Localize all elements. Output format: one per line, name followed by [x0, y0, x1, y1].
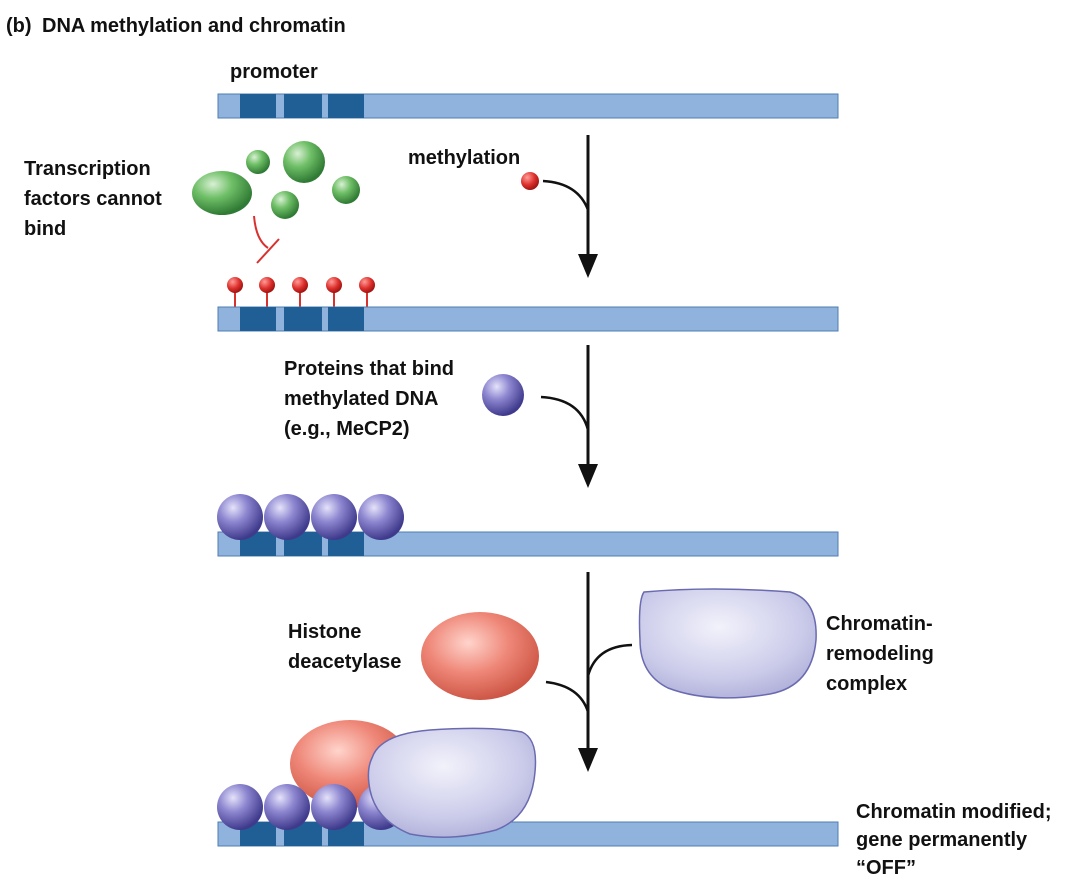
mecp2-protein-icon: [482, 374, 524, 416]
merge-curve: [540, 395, 590, 431]
promoter-block: [284, 94, 322, 118]
arrowhead-icon: [578, 464, 598, 488]
dna-strand-4: [217, 821, 839, 847]
transcription-factor-icon: [192, 171, 252, 215]
transcription-factor-cluster: [192, 141, 360, 219]
promoter-block: [328, 307, 364, 331]
chromatin-remodeling-complex-icon: [367, 727, 537, 838]
methyl-group-icon: [227, 277, 243, 293]
transcription-factor-icon: [332, 176, 360, 204]
dna-strand-2: [217, 306, 839, 332]
merge-curve-right: [586, 643, 633, 677]
mecp2-protein-icon: [311, 784, 357, 830]
methyl-group-icon: [326, 277, 342, 293]
methyl-binding-proteins-label: Proteins that bind methylated DNA (e.g.,…: [284, 358, 460, 440]
mecp2-protein-icon: [264, 494, 310, 540]
dna-strand-1: [217, 93, 839, 119]
promoter-block: [240, 94, 276, 118]
promoter-block: [328, 94, 364, 118]
merge-curve: [542, 179, 590, 211]
mecp2-protein-icon: [264, 784, 310, 830]
transcription-factor-icon: [283, 141, 325, 183]
arrowhead-icon: [578, 748, 598, 772]
methylation-label: methylation: [408, 147, 520, 169]
promoter-block: [284, 307, 322, 331]
methyl-group-icon: [292, 277, 308, 293]
methyl-group-icon: [521, 172, 539, 190]
arrowhead-icon: [578, 254, 598, 278]
transcription-factor-icon: [246, 150, 270, 174]
figure-title: (b) DNA methylation and chromatin: [6, 15, 346, 37]
bound-mecp2-row: [217, 494, 404, 540]
mecp2-protein-icon: [217, 784, 263, 830]
transcription-factors-label: Transcription factors cannot bind: [24, 158, 167, 240]
histone-deacetylase-label: Histone deacetylase: [288, 621, 401, 673]
mecp2-protein-icon: [311, 494, 357, 540]
chromatin-remodeling-label: Chromatin- remodeling complex: [826, 613, 939, 695]
methyl-groups-row: [227, 277, 375, 307]
inhibition-icon: [253, 215, 280, 264]
outcome-label: Chromatin modified; gene permanently “OF…: [856, 801, 1057, 879]
merge-curve-left: [545, 680, 590, 713]
methyl-group-icon: [359, 277, 375, 293]
methyl-group-icon: [259, 277, 275, 293]
transcription-factor-icon: [271, 191, 299, 219]
mecp2-protein-icon: [358, 494, 404, 540]
chromatin-remodeling-complex-icon: [638, 588, 817, 699]
promoter-block: [240, 307, 276, 331]
histone-deacetylase-icon: [421, 612, 539, 700]
dna-strand-3: [217, 531, 839, 557]
promoter-label: promoter: [230, 61, 318, 83]
mecp2-protein-icon: [217, 494, 263, 540]
